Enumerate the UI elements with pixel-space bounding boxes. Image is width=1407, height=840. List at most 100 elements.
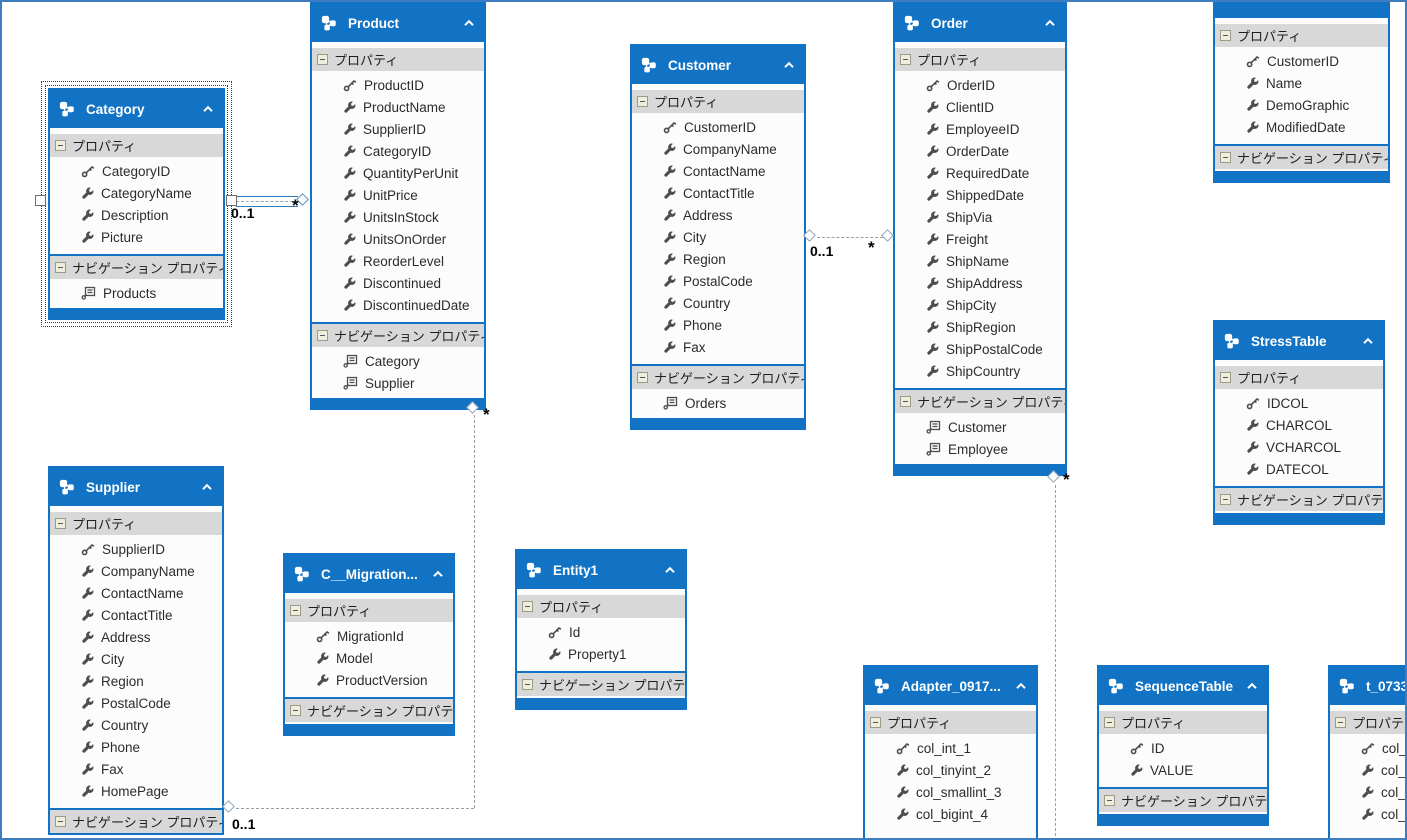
navigation-property-row[interactable]: Customer xyxy=(895,416,1065,438)
navigation-property-row[interactable]: Products xyxy=(50,282,223,304)
collapse-chevron-icon[interactable] xyxy=(783,61,795,69)
property-row[interactable]: Country xyxy=(50,714,222,736)
collapse-chevron-icon[interactable] xyxy=(1015,682,1027,690)
property-row[interactable]: ProductName xyxy=(312,96,484,118)
property-row[interactable]: SupplierID xyxy=(312,118,484,140)
property-row[interactable]: ContactTitle xyxy=(632,182,804,204)
navigation-section-header[interactable]: ナビゲーション プロパティ xyxy=(1215,144,1388,169)
property-row[interactable]: OrderID xyxy=(895,74,1065,96)
association-end-diamond[interactable] xyxy=(222,800,235,813)
collapse-minus-icon[interactable] xyxy=(1220,372,1231,383)
property-row[interactable]: Address xyxy=(632,204,804,226)
navigation-property-row[interactable]: Employee xyxy=(895,438,1065,460)
navigation-section-header[interactable]: ナビゲーション プロパティ xyxy=(632,364,804,389)
property-row[interactable]: ContactName xyxy=(632,160,804,182)
collapse-minus-icon[interactable] xyxy=(290,605,301,616)
property-row[interactable]: Discontinued xyxy=(312,272,484,294)
property-row[interactable]: ClientID xyxy=(895,96,1065,118)
entity-header[interactable]: Entity1 xyxy=(517,551,685,589)
property-row[interactable]: col_smallint_3 xyxy=(865,781,1036,803)
property-row[interactable]: col_int_1 xyxy=(865,737,1036,759)
properties-section-header[interactable]: プロパティ xyxy=(1099,711,1267,734)
collapse-minus-icon[interactable] xyxy=(1220,30,1231,41)
properties-section-header[interactable]: プロパティ xyxy=(1330,711,1407,734)
property-row[interactable]: QuantityPerUnit xyxy=(312,162,484,184)
property-row[interactable]: CustomerID xyxy=(1215,50,1388,72)
collapse-chevron-icon[interactable] xyxy=(1362,337,1374,345)
association-connector-customer-order[interactable] xyxy=(817,237,883,238)
property-row[interactable]: ProductID xyxy=(312,74,484,96)
collapse-minus-icon[interactable] xyxy=(522,601,533,612)
property-row[interactable]: Description xyxy=(50,204,223,226)
collapse-minus-icon[interactable] xyxy=(637,372,648,383)
navigation-section-header[interactable]: ナビゲーション プロパティ xyxy=(285,697,453,722)
navigation-section-header[interactable]: ナビゲーション プロパティ xyxy=(1099,787,1267,812)
properties-section-header[interactable]: プロパティ xyxy=(1215,366,1383,389)
entity-header[interactable]: StressTable xyxy=(1215,322,1383,360)
collapse-minus-icon[interactable] xyxy=(55,262,66,273)
property-row[interactable]: UnitPrice xyxy=(312,184,484,206)
properties-section-header[interactable]: プロパティ xyxy=(632,90,804,113)
property-row[interactable]: UnitsInStock xyxy=(312,206,484,228)
association-end-diamond[interactable] xyxy=(803,229,816,242)
collapse-chevron-icon[interactable] xyxy=(664,566,676,574)
property-row[interactable]: PostalCode xyxy=(632,270,804,292)
property-row[interactable]: ShipVia xyxy=(895,206,1065,228)
entity-header[interactable]: C__Migration... xyxy=(285,555,453,593)
property-row[interactable]: ReorderLevel xyxy=(312,250,484,272)
property-row[interactable]: Region xyxy=(632,248,804,270)
property-row[interactable]: ShipCountry xyxy=(895,360,1065,382)
property-row[interactable]: Name xyxy=(1215,72,1388,94)
property-row[interactable]: ShipCity xyxy=(895,294,1065,316)
property-row[interactable]: Region xyxy=(50,670,222,692)
association-connector-category-product[interactable] xyxy=(236,196,298,207)
property-row[interactable]: ShipRegion xyxy=(895,316,1065,338)
collapse-minus-icon[interactable] xyxy=(900,54,911,65)
property-row[interactable]: Address xyxy=(50,626,222,648)
property-row[interactable]: col_smallint_3 xyxy=(1330,781,1407,803)
property-row[interactable]: ContactTitle xyxy=(50,604,222,626)
property-row[interactable]: ProductVersion xyxy=(285,669,453,691)
properties-section-header[interactable]: プロパティ xyxy=(865,711,1036,734)
entity-header[interactable]: Category xyxy=(50,90,223,128)
property-row[interactable]: UnitsOnOrder xyxy=(312,228,484,250)
collapse-chevron-icon[interactable] xyxy=(1246,682,1258,690)
entity-header[interactable]: t_0733... xyxy=(1330,667,1407,705)
property-row[interactable]: Fax xyxy=(632,336,804,358)
properties-section-header[interactable]: プロパティ xyxy=(285,599,453,622)
property-row[interactable]: DATECOL xyxy=(1215,458,1383,480)
property-row[interactable]: CompanyName xyxy=(50,560,222,582)
collapse-minus-icon[interactable] xyxy=(900,396,911,407)
association-end-diamond[interactable] xyxy=(466,401,479,414)
collapse-chevron-icon[interactable] xyxy=(1044,19,1056,27)
navigation-property-row[interactable]: Orders xyxy=(632,392,804,414)
property-row[interactable]: col_tinyint_2 xyxy=(1330,759,1407,781)
navigation-property-row[interactable]: Supplier xyxy=(312,372,484,394)
collapse-minus-icon[interactable] xyxy=(1220,494,1231,505)
property-row[interactable]: Freight xyxy=(895,228,1065,250)
property-row[interactable]: PostalCode xyxy=(50,692,222,714)
property-row[interactable]: Property1 xyxy=(517,643,685,665)
selection-handle[interactable] xyxy=(35,195,46,206)
navigation-property-row[interactable]: Category xyxy=(312,350,484,372)
property-row[interactable]: VALUE xyxy=(1099,759,1267,781)
navigation-section-header[interactable]: ナビゲーション プロパティ xyxy=(50,808,222,833)
property-row[interactable]: col_bigint_4 xyxy=(865,803,1036,825)
property-row[interactable]: ShipAddress xyxy=(895,272,1065,294)
property-row[interactable]: CategoryName xyxy=(50,182,223,204)
property-row[interactable]: Phone xyxy=(632,314,804,336)
navigation-section-header[interactable]: ナビゲーション プロパティ xyxy=(50,254,223,279)
collapse-minus-icon[interactable] xyxy=(317,54,328,65)
property-row[interactable]: City xyxy=(50,648,222,670)
association-connector-supplier-product[interactable] xyxy=(474,415,475,808)
property-row[interactable]: ShipName xyxy=(895,250,1065,272)
property-row[interactable]: CompanyName xyxy=(632,138,804,160)
property-row[interactable]: DiscontinuedDate xyxy=(312,294,484,316)
collapse-minus-icon[interactable] xyxy=(55,816,66,827)
